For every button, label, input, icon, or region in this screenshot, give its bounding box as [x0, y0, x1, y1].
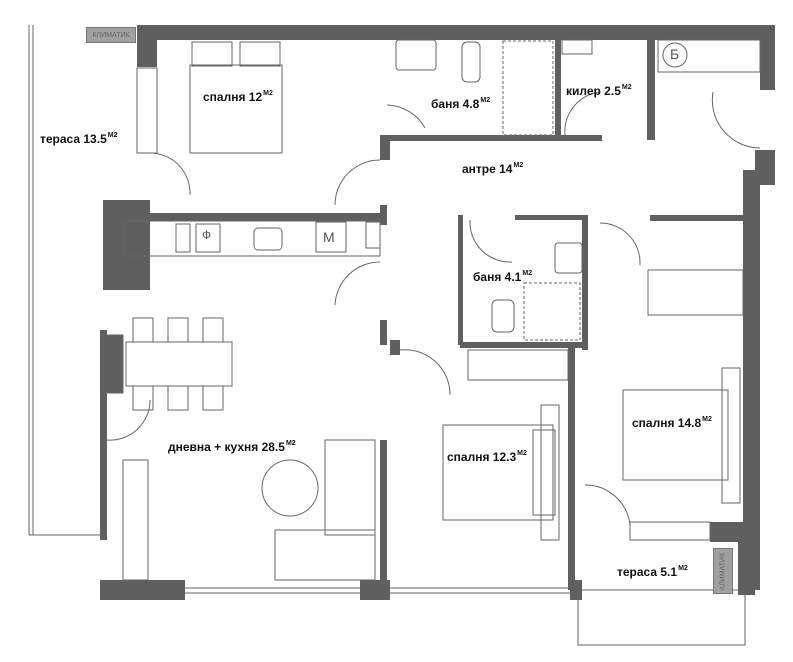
boiler-symbol: Б — [670, 46, 680, 62]
ac-unit-west: КЛИМАТИК — [86, 27, 136, 43]
room-label-hallway: антре 14M2 — [462, 162, 524, 176]
walls — [100, 25, 775, 600]
ac-label: КЛИМАТИК — [92, 31, 130, 39]
fixtures-lines — [28, 25, 761, 646]
room-label-bath-north: баня 4.8M2 — [431, 97, 491, 111]
microwave-symbol: M — [323, 229, 335, 245]
room-label-bedroom-south: спалня 12.3M2 — [447, 450, 527, 464]
room-label-terrace-south: тераса 5.1M2 — [617, 565, 688, 579]
room-label-storage: килер 2.5M2 — [566, 84, 632, 98]
room-label-bedroom-east: спалня 14.8M2 — [632, 416, 712, 430]
room-label-bedroom-north: спалня 12M2 — [203, 90, 273, 104]
ac-label: КЛИМАТИК — [719, 552, 727, 590]
room-label-terrace-west: тераса 13.5M2 — [40, 132, 118, 146]
room-label-bath-center: баня 4.1M2 — [473, 270, 533, 284]
oven-symbol: Ф — [202, 228, 212, 242]
room-label-living-kitchen: дневна + кухня 28.5M2 — [168, 440, 296, 454]
ac-unit-south: КЛИМАТИК — [713, 548, 733, 594]
